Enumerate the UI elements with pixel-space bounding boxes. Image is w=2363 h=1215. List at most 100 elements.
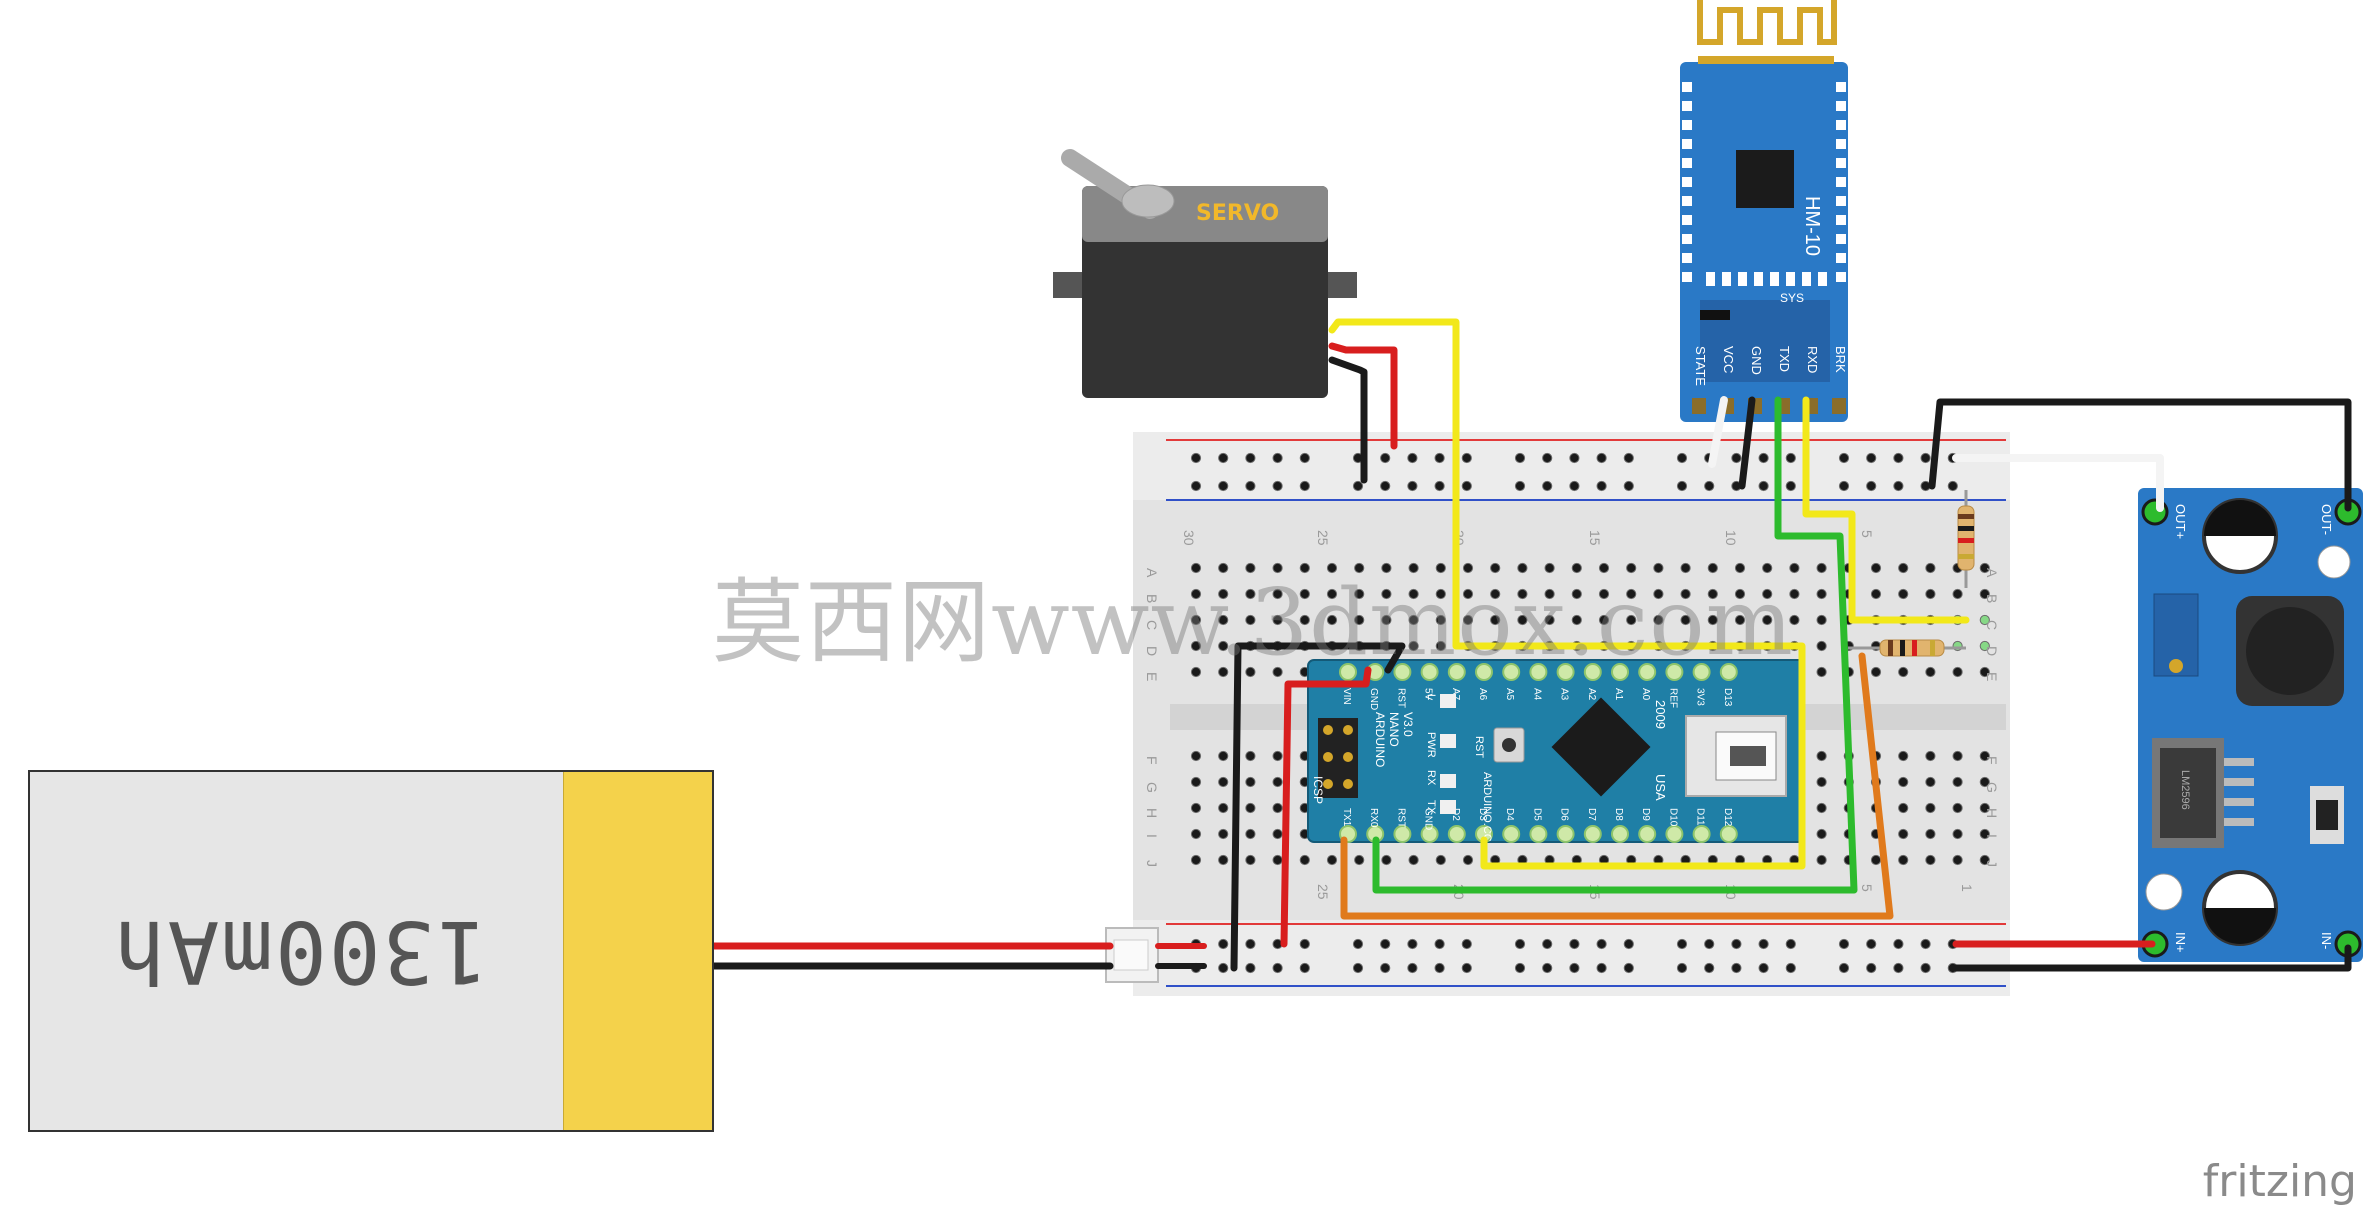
nano-bottom-pad [1393,825,1412,843]
nano-title-line-3: V3.0 [1401,712,1415,737]
breadboard-hole [1789,614,1800,626]
rail-hole [1299,938,1310,950]
breadboard-hole [1925,750,1936,762]
usa-label: USA [1653,774,1668,801]
breadboard-hole [1326,854,1338,866]
breadboard-hole [1435,588,1446,600]
breadboard-hole [1462,854,1474,866]
rail-hole [1758,962,1769,974]
servo-motor[interactable]: SERVO [1053,149,1357,398]
breadboard-hole [1190,562,1202,574]
rail-hole [1596,480,1607,492]
breadboard-hole [1653,562,1664,574]
battery-jst-connector [1105,927,1159,983]
breadboard-hole [1816,776,1827,788]
breadboard-hole [1571,588,1582,600]
rail-hole [1434,452,1445,464]
nano-bottom-pin-label: D10 [1667,808,1678,827]
rail-hole [1299,962,1310,974]
nano-bottom-pad [1529,825,1548,843]
breadboard-hole [1326,588,1338,600]
row-letter-right: I [1984,834,2000,838]
year-label: 2009 [1653,700,1668,729]
breadboard-hole [1979,750,1990,762]
row-letter-left: I [1144,834,1160,838]
led-label-tx: TX [1425,800,1437,815]
nano-title-line-1: ARDUINO [1373,712,1387,767]
icsp-header [1318,718,1358,798]
nano-bottom-pin-label: D5 [1531,808,1542,821]
rail-hole [1352,480,1364,492]
breadboard-hole [1979,666,1990,678]
hm10-pad [1836,101,1846,111]
breadboard-hole [1218,614,1229,626]
breadboard-hole [1272,614,1283,626]
hm10-pad [1836,215,1846,225]
rail-hole [1461,452,1472,464]
breadboard-hole [1816,750,1827,762]
nano-bottom-pin-label: D2 [1450,808,1461,821]
breadboard-hole [1952,588,1963,600]
row-letter-left: D [1144,646,1160,656]
row-letter-left: F [1144,756,1160,765]
breadboard-hole [1408,588,1419,600]
hm10-pad [1836,82,1846,92]
hm10-pad [1682,215,1692,225]
resistor-vertical[interactable] [1957,490,1975,588]
arduino-nano[interactable]: VINGNDRST5VA7A6A5A4A3A2A1A0REF3V3D13 TX1… [1307,659,1805,843]
breadboard-hole [1218,666,1229,678]
breadboard-hole [1517,614,1528,626]
nano-bottom-pad [1719,825,1738,843]
breadboard-hole [1680,562,1691,574]
rail-hole [1245,962,1256,974]
rail-hole [1569,938,1580,950]
breadboard-hole [1979,776,1990,788]
rail-hole [1218,480,1229,492]
breadboard-hole [1653,614,1664,626]
nano-top-pin-label: 5V [1423,688,1434,701]
resistor-horizontal[interactable] [1848,639,1966,657]
rail-hole [1731,962,1742,974]
nano-bottom-pin-label: D12 [1722,808,1733,827]
breadboard-hole [1245,802,1256,814]
nano-top-pad [1638,663,1657,681]
column-number-bottom: 5 [1859,884,1875,892]
breadboard-hole [1979,802,1990,814]
column-number-bottom: 25 [1315,884,1331,900]
hm10-name: HM-10 [1801,196,1823,256]
site-label: ARDUINO.CC [1481,772,1493,842]
breadboard-hole [1190,666,1202,678]
breadboard-hole [1218,640,1229,652]
hm10-pad [1682,196,1692,206]
nano-top-pin-label: A0 [1640,688,1651,701]
breadboard-hole [1979,588,1990,600]
hm10-pad [1682,120,1692,130]
breadboard-hole [1816,802,1827,814]
regulator-in-plus-label: IN+ [2173,932,2188,953]
breadboard-hole [1190,750,1202,762]
lm2596-buck-converter[interactable]: LM2596 OUT+ OUT- IN+ IN- [2138,488,2363,962]
mini-usb-port[interactable] [1685,715,1787,797]
breadboard-hole [1898,854,1909,866]
regulator-in-minus-wire [1952,944,2352,972]
rail-hole [1514,452,1526,464]
row-letter-right: G [1984,782,2000,793]
column-number-top: 5 [1859,530,1875,538]
breadboard-hole [1707,588,1718,600]
rail-hole [1245,938,1256,950]
lipo-battery[interactable]: 1300mAh [28,770,714,1132]
rail-hole [1245,480,1256,492]
rail-hole [1434,480,1445,492]
rail-hole [1785,480,1796,492]
hm10-chip [1736,150,1794,208]
breadboard-hole [1626,562,1637,574]
hm10-pad [1786,272,1795,286]
rail-hole [1758,480,1769,492]
breadboard-hole [1190,776,1202,788]
breadboard-hole [1925,776,1936,788]
rail-hole [1893,452,1904,464]
nano-bottom-pin-label: D11 [1695,808,1706,826]
breadboard-hole [1952,828,1963,840]
